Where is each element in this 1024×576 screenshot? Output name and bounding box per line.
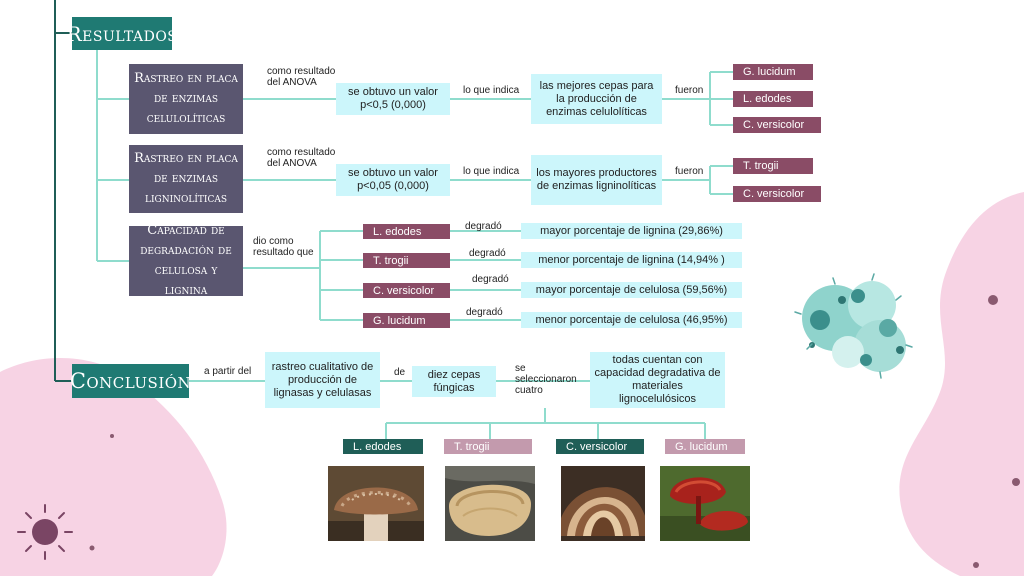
cepas-box: diez cepas fúngicas — [412, 366, 496, 397]
photo-c-versicolor — [561, 466, 645, 541]
topic-degradacion: Capacidad de degradación de celulosa y l… — [129, 223, 243, 298]
microbe-decoration — [794, 273, 913, 379]
dot-decoration — [1012, 478, 1020, 486]
dot-decoration — [973, 562, 979, 568]
species-tag: T. trogii — [444, 439, 532, 454]
indica-box-2: los mayores productores de enzimas ligni… — [531, 155, 662, 205]
label-degrado: degradó — [466, 307, 503, 318]
label-a-partir: a partir del — [204, 366, 252, 377]
species-tag: C. versicolor — [733, 186, 821, 202]
photo-l-edodes — [328, 466, 424, 541]
todas-box: todas cuentan con capacidad degradativa … — [590, 352, 725, 408]
label-dio-como: dio como resultado que — [253, 236, 314, 258]
species-tag: L. edodes — [343, 439, 423, 454]
species-tag: C. versicolor — [363, 283, 450, 298]
photo-t-trogii — [445, 466, 535, 541]
species-tag: L. edodes — [733, 91, 813, 107]
connector-lines — [96, 50, 733, 439]
label-degrado: degradó — [465, 221, 502, 232]
species-tag: C. versicolor — [556, 439, 644, 454]
rastreo-box: rastreo cualitativo de producción de lig… — [265, 352, 380, 408]
label-se-seleccionaron: se seleccionaron cuatro — [515, 363, 577, 396]
dot-decoration — [110, 434, 114, 438]
conclusion-header: Conclusión — [70, 364, 191, 398]
label-de: de — [394, 367, 406, 378]
label-degrado: degradó — [472, 274, 509, 285]
species-tag: G. lucidum — [363, 313, 450, 328]
dot-decoration — [988, 295, 998, 305]
species-tag: G. lucidum — [733, 64, 813, 80]
label-degrado: degradó — [469, 248, 506, 259]
dot-decoration — [89, 545, 95, 551]
species-tag: L. edodes — [363, 224, 450, 239]
photo-g-lucidum — [660, 466, 750, 541]
topic-ligninoliticas: Rastreo en placa de enzimas ligninolític… — [129, 145, 243, 213]
label-lo-que-indica: lo que indica — [463, 166, 520, 177]
topic-celuloliticas: Rastreo en placa de enzimas celulolítica… — [129, 64, 243, 134]
species-tag: C. versicolor — [733, 117, 821, 133]
label-como-resultado: como resultado del ANOVA — [267, 66, 336, 88]
label-lo-que-indica: lo que indica — [463, 85, 520, 96]
species-tag: T. trogii — [733, 158, 813, 174]
pink-blob-bottom-left — [0, 358, 227, 576]
sun-decoration — [17, 504, 73, 560]
result-box: mayor porcentaje de celulosa (59,56%) — [521, 282, 742, 298]
valor-box-1: se obtuvo un valor p<0,5 (0,000) — [336, 83, 450, 115]
pink-blob-right — [899, 192, 1024, 576]
label-como-resultado: como resultado del ANOVA — [267, 147, 336, 169]
label-fueron: fueron — [675, 166, 704, 177]
species-tag: G. lucidum — [665, 439, 745, 454]
result-box: menor porcentaje de celulosa (46,95%) — [521, 312, 742, 328]
label-fueron: fueron — [675, 85, 704, 96]
indica-box-1: las mejores cepas para la producción de … — [531, 74, 662, 124]
valor-box-2: se obtuvo un valor p<0,05 (0,000) — [336, 164, 450, 196]
resultados-header: Resultados — [67, 17, 177, 50]
species-tag: T. trogii — [363, 253, 450, 268]
result-box: mayor porcentaje de lignina (29,86%) — [521, 223, 742, 239]
result-box: menor porcentaje de lignina (14,94% ) — [521, 252, 742, 268]
